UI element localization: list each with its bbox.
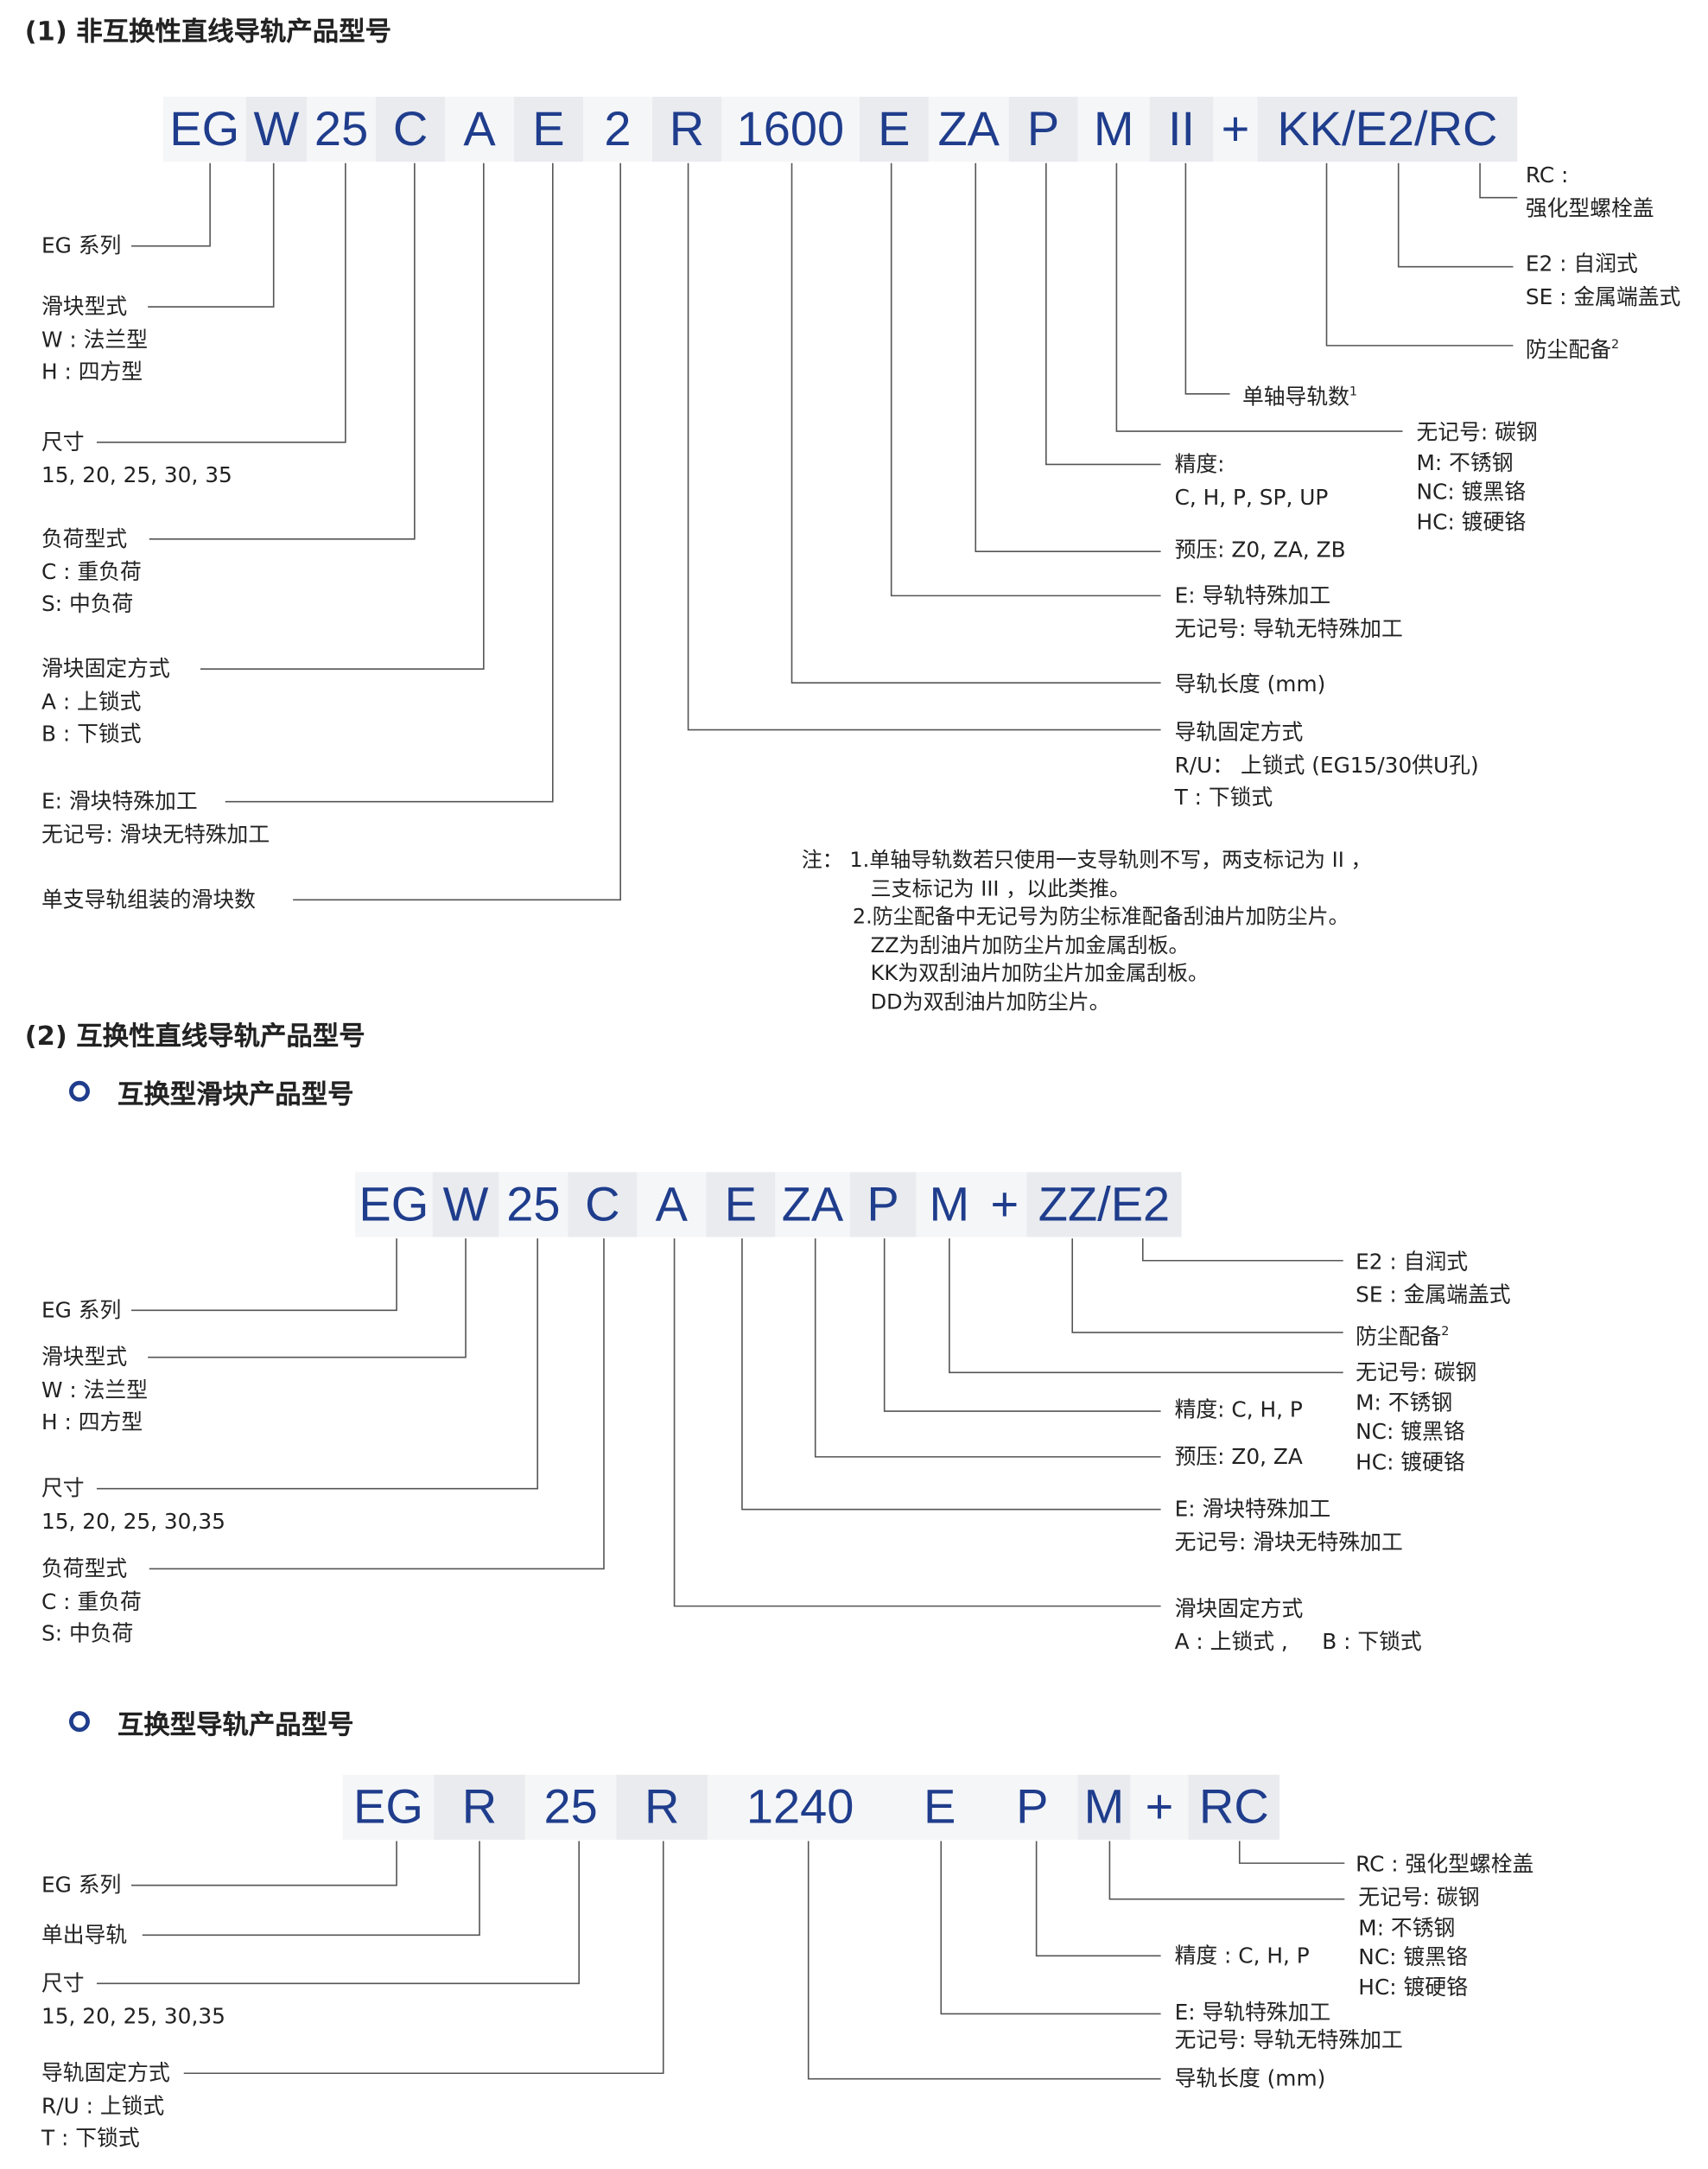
code-seg: + xyxy=(1213,96,1258,162)
label-precision: 精度:C, H, P, SP, UP xyxy=(1174,452,1329,510)
code-seg: ZZ/E2 xyxy=(1026,1172,1182,1237)
label-preload: 预压: Z0, ZA, ZB xyxy=(1174,537,1346,563)
code-seg: E xyxy=(514,96,583,162)
code-seg: A xyxy=(445,96,515,162)
label-rc: RC :强化型螺栓盖 xyxy=(1525,162,1654,221)
code-seg: R xyxy=(434,1774,525,1840)
code-seg: A xyxy=(637,1172,707,1237)
label-rail-length: 导轨长度 (mm) xyxy=(1174,671,1326,697)
code-seg: 25 xyxy=(307,96,377,162)
code-seg: + xyxy=(982,1172,1027,1237)
label-preload: 预压: Z0, ZA xyxy=(1174,1444,1303,1470)
code-seg: 1240 xyxy=(707,1774,893,1840)
label-rail-special: E: 导轨特殊加工无记号: 导轨无特殊加工 xyxy=(1174,2000,1403,2053)
code-seg: C xyxy=(568,1172,638,1237)
code-seg: 25 xyxy=(498,1172,568,1237)
code-seg: M xyxy=(1077,1774,1131,1840)
code-seg: + xyxy=(1130,1774,1189,1840)
block-subtitle: 互换型滑块产品型号 xyxy=(117,1079,354,1110)
code-seg: P xyxy=(1008,96,1078,162)
code-seg: P xyxy=(849,1172,917,1237)
code-seg: EG xyxy=(355,1172,433,1237)
code-seg: R xyxy=(651,96,721,162)
label-series: EG 系列 xyxy=(41,233,122,259)
label-rails-per-axis: 单轴导轨数1 xyxy=(1241,384,1358,410)
code-seg: EG xyxy=(162,96,246,162)
block-code: EG W 25 C A E ZA P M + ZZ/E2 xyxy=(355,1172,1182,1237)
bullet-icon xyxy=(68,1080,90,1102)
label-precision: 精度: C, H, P xyxy=(1174,1397,1303,1422)
code-seg: 2 xyxy=(582,96,652,162)
rail-code: EG R 25 R 1240 E P M + RC xyxy=(342,1774,1280,1840)
code-seg: KK/E2/RC xyxy=(1257,96,1518,162)
code-seg: W xyxy=(432,1172,499,1237)
label-dust: 防尘配备2 xyxy=(1356,1324,1450,1350)
code-seg: W xyxy=(245,96,308,162)
code-seg: II xyxy=(1149,96,1214,162)
code-seg: RC xyxy=(1188,1774,1280,1840)
code-seg: ZA xyxy=(928,96,1009,162)
code-seg: P xyxy=(987,1774,1078,1840)
label-blocks-per-rail: 单支导轨组装的滑块数 xyxy=(41,887,256,913)
label-single-rail: 单出导轨 xyxy=(41,1922,128,1948)
code-seg: 1600 xyxy=(721,96,860,162)
label-block-special: E: 滑块特殊加工无记号: 滑块无特殊加工 xyxy=(1174,1497,1403,1555)
code-seg: E xyxy=(706,1172,776,1237)
label-block-special: E: 滑块特殊加工无记号: 滑块无特殊加工 xyxy=(41,789,270,847)
section2-title: (2) 互换性直线导轨产品型号 xyxy=(24,1021,365,1053)
label-series: EG 系列 xyxy=(41,1297,122,1323)
label-series: EG 系列 xyxy=(41,1873,122,1899)
code-seg: R xyxy=(616,1774,708,1840)
code-seg: C xyxy=(376,96,446,162)
code-seg: EG xyxy=(342,1774,435,1840)
label-rail-special: E: 导轨特殊加工无记号: 导轨无特殊加工 xyxy=(1174,582,1403,641)
section1-code: EG W 25 C A E 2 R 1600 E ZA P M II + KK/… xyxy=(162,96,1518,162)
code-seg: 25 xyxy=(524,1774,617,1840)
code-seg: E xyxy=(859,96,929,162)
bullet-icon xyxy=(68,1711,90,1733)
label-dust: 防尘配备2 xyxy=(1525,337,1620,363)
label-rail-length: 导轨长度 (mm) xyxy=(1174,2066,1326,2092)
code-seg: E xyxy=(892,1774,987,1840)
code-seg: M xyxy=(1077,96,1150,162)
code-seg: ZA xyxy=(775,1172,850,1237)
notes: 注： 1.单轴导轨数若只使用一支导轨则不写，两支标记为 II ， 三支标记为 I… xyxy=(801,847,1372,1015)
code-seg: M xyxy=(916,1172,983,1237)
rail-subtitle: 互换型导轨产品型号 xyxy=(117,1709,354,1740)
section1-title: (1) 非互换性直线导轨产品型号 xyxy=(24,16,391,48)
label-precision: 精度 : C, H, P xyxy=(1174,1943,1310,1969)
label-rc: RC : 强化型螺栓盖 xyxy=(1356,1852,1534,1878)
